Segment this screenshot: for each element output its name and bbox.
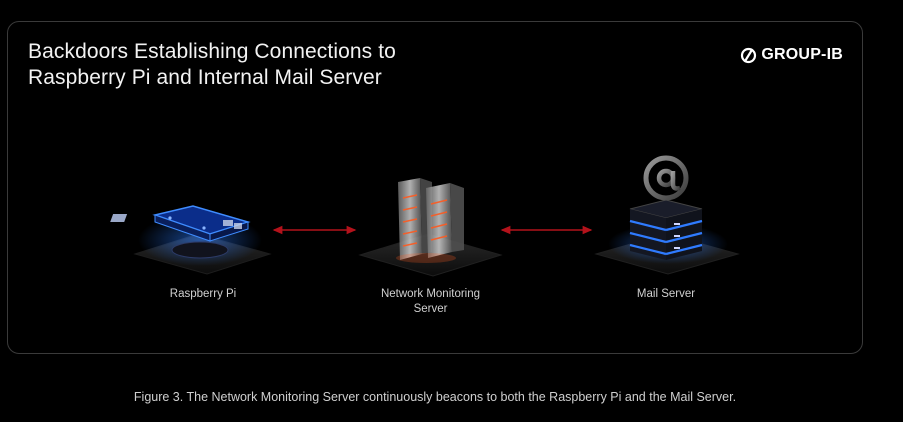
slashed-circle-logo-icon xyxy=(741,47,757,63)
figure-caption: Figure 3. The Network Monitoring Server … xyxy=(133,390,737,404)
raspberry-pi-stand xyxy=(171,241,229,259)
raspberry-pi-label: Raspberry Pi xyxy=(169,288,237,300)
group-ib-logo: GROUP-IB xyxy=(740,46,843,64)
raspberry-pi-board-icon xyxy=(110,205,251,242)
network-monitoring-server-label: Network Monitoring Server xyxy=(363,287,498,317)
title-line-1: Backdoors Establishing Connections to xyxy=(28,40,396,63)
nms-label-line-2: Server xyxy=(413,303,448,315)
diagram-canvas xyxy=(110,155,740,277)
mail-server-node xyxy=(594,155,740,275)
logo-text: GROUP-IB xyxy=(761,46,843,63)
mail-server-icon xyxy=(629,199,703,260)
at-sign-icon xyxy=(643,155,689,201)
raspberry-pi-node xyxy=(110,205,272,275)
mail-server-label: Mail Server xyxy=(636,288,696,300)
diagram-card: Backdoors Establishing Connections to Ra… xyxy=(7,21,863,354)
server-towers-icon xyxy=(396,178,464,263)
title-line-2: Raspberry Pi and Internal Mail Server xyxy=(28,66,382,89)
network-monitoring-server-node xyxy=(358,178,503,277)
diagram-title: Backdoors Establishing Connections to Ra… xyxy=(28,39,548,91)
nms-label-line-1: Network Monitoring xyxy=(380,288,481,300)
